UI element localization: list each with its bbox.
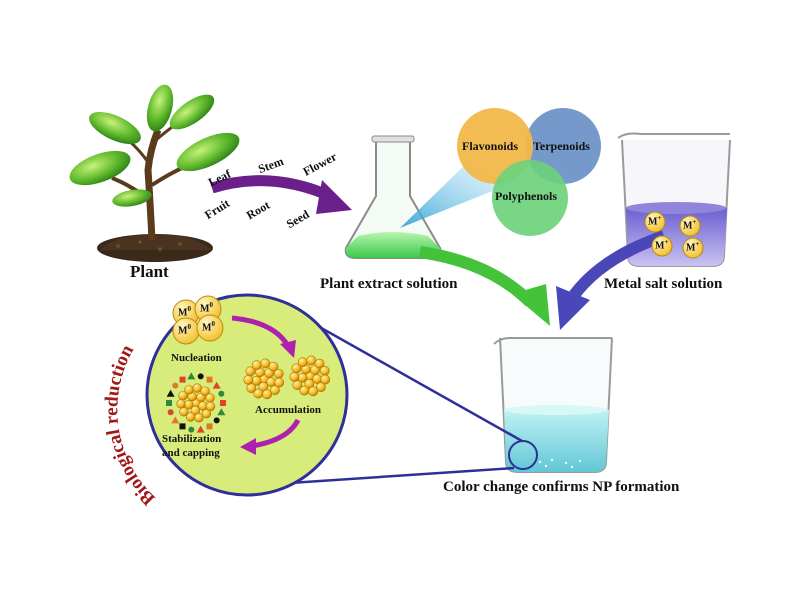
- nanoparticle-icon: [262, 389, 273, 400]
- metal-ion-label: M+: [686, 240, 700, 254]
- nucleation-label: Nucleation: [171, 352, 222, 364]
- metal-salt-label: Metal salt solution: [604, 276, 723, 292]
- stabilization-label-1: Stabilization: [162, 433, 222, 445]
- capping-agent-icon: [166, 400, 172, 406]
- polyphenols-circle: [492, 160, 568, 236]
- nanoparticle-icon: [253, 388, 264, 399]
- nanoparticle-icon: [200, 386, 210, 396]
- zoom-circle: [145, 293, 349, 497]
- nanoparticle-icon: [291, 363, 302, 374]
- capping-agent-icon: [188, 426, 195, 433]
- capping-agent-icon: [206, 423, 213, 430]
- nanoparticle-icon: [308, 386, 319, 397]
- color-change-label: Color change confirms NP formation: [443, 479, 680, 495]
- capping-agent-icon: [167, 409, 174, 416]
- nanoparticle-icon: [297, 357, 308, 368]
- zoom-line-bottom: [259, 466, 515, 487]
- flask-icon: [344, 135, 442, 259]
- np-beaker-icon: [493, 337, 613, 473]
- nanoparticle-icon: [251, 360, 262, 371]
- capping-agent-icon: [171, 416, 180, 424]
- metal-ion-label: M+: [648, 214, 662, 228]
- capping-agent-icon: [166, 389, 175, 397]
- polyphenols-label: Polyphenols: [495, 189, 558, 203]
- arrow-plant-to-flask: [210, 175, 333, 202]
- nanoparticle-icon: [273, 368, 284, 379]
- stabilized-nanoparticle-icon: [166, 372, 226, 433]
- capping-agent-icon: [212, 381, 221, 389]
- nanoparticle-icon: [184, 385, 194, 395]
- metal-atom-label: M0: [178, 323, 191, 337]
- metal-ion-label: M+: [683, 218, 697, 232]
- accumulation-cluster: [243, 355, 331, 400]
- nanoparticle-icon: [315, 382, 326, 393]
- nanoparticle-icon: [269, 385, 280, 396]
- nanoparticle-icon: [292, 380, 303, 391]
- capping-agent-icon: [206, 376, 213, 383]
- nanoparticle-icon: [205, 393, 215, 403]
- nanoparticle-icon: [260, 358, 271, 369]
- capping-agent-icon: [220, 400, 226, 406]
- plant-extract-label: Plant extract solution: [320, 276, 458, 292]
- zoom-line-top: [299, 314, 523, 443]
- arrow-nucleation: [231, 315, 291, 348]
- metal-atom-label: M0: [202, 320, 215, 334]
- terpenoids-label: Terpenoids: [533, 139, 590, 153]
- nanoparticle-icon: [319, 365, 330, 376]
- nanoparticle-icon: [176, 399, 186, 409]
- capping-agent-icon: [196, 425, 205, 433]
- nanoparticle-icon: [192, 383, 202, 393]
- nanoparticle-icon: [243, 374, 254, 385]
- arrow-metal-to-np-head: [556, 286, 590, 330]
- nanoparticle-icon: [185, 412, 196, 422]
- nanoparticle-icon: [246, 383, 257, 394]
- nanoparticle-icon: [179, 407, 189, 417]
- nanoparticle-icon: [299, 385, 310, 396]
- capping-agent-icon: [213, 417, 220, 424]
- flavonoids-label: Flavonoids: [462, 139, 519, 153]
- arrow-extract-to-np-head: [512, 284, 550, 326]
- nucleation-cluster: [172, 295, 224, 345]
- nanoparticle-icon: [178, 390, 188, 401]
- metal-ion-label: M+: [655, 238, 669, 252]
- nanoparticle-icon: [274, 377, 285, 388]
- nanoparticle-icon: [289, 371, 300, 382]
- capping-agent-icon: [172, 382, 179, 389]
- metal-ions: [644, 211, 704, 259]
- nanoparticle-icon: [320, 374, 331, 385]
- arrow-plant-to-flask-head: [316, 180, 352, 214]
- metal-atom-label: M0: [178, 305, 191, 319]
- nanoparticle-icon: [268, 361, 279, 372]
- capping-agent-icon: [179, 423, 186, 430]
- metal-atom-label: M0: [200, 301, 213, 315]
- nanoparticle-icon: [194, 412, 204, 423]
- capping-agent-icon: [217, 408, 226, 416]
- capping-agent-icon: [218, 390, 225, 397]
- nanoparticle-icon: [306, 355, 317, 366]
- arrow-metal-to-np: [567, 230, 666, 302]
- capping-agent-icon: [187, 372, 196, 380]
- plant-label: Plant: [130, 262, 169, 281]
- nanoparticle-icon: [314, 358, 325, 369]
- capping-agent-icon: [179, 376, 186, 383]
- arrow-accumulation: [251, 418, 301, 449]
- nanoparticle-icon: [205, 401, 216, 412]
- nanoparticle-icon: [245, 366, 256, 377]
- plant-icon: [69, 84, 240, 262]
- capping-agent-icon: [197, 373, 204, 380]
- accumulation-label: Accumulation: [255, 404, 321, 416]
- nanoparticle-icon: [201, 409, 212, 419]
- stabilization-label-2: and capping: [162, 447, 220, 459]
